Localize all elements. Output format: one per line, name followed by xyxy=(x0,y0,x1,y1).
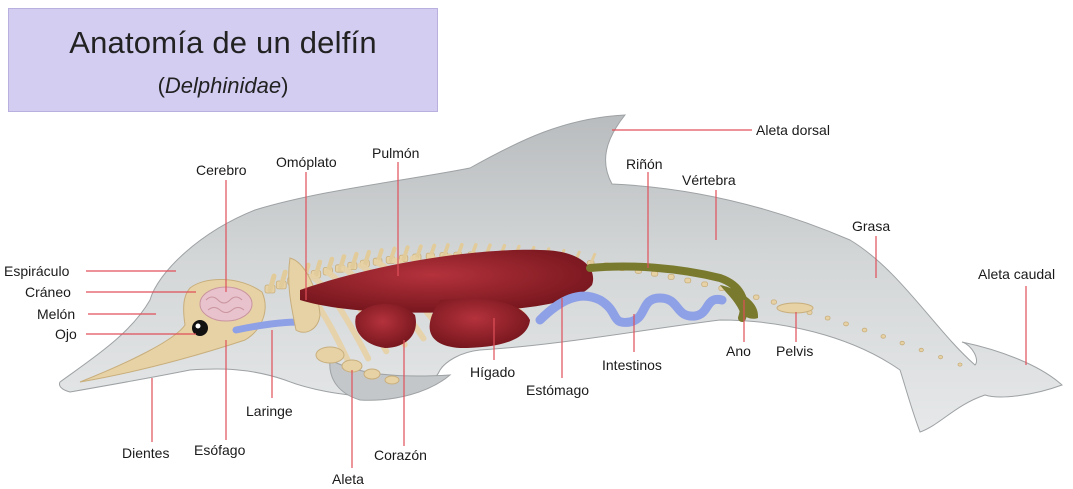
label-corazon: Corazón xyxy=(374,447,427,463)
pelvis-bone xyxy=(777,303,813,313)
vertebra-bone xyxy=(900,341,904,345)
vertebra-bone xyxy=(652,271,658,276)
label-rinon: Riñón xyxy=(626,156,663,172)
label-estomago: Estómago xyxy=(526,382,589,398)
label-intestinos: Intestinos xyxy=(602,357,662,373)
label-craneo: Cráneo xyxy=(25,284,71,300)
label-pelvis: Pelvis xyxy=(776,343,813,359)
label-cerebro: Cerebro xyxy=(196,162,247,178)
label-higado: Hígado xyxy=(470,364,515,380)
vertebra-bone xyxy=(668,275,674,280)
label-aleta-dorsal: Aleta dorsal xyxy=(756,122,830,138)
vertebra-bone xyxy=(771,300,776,304)
label-espiraculo: Espiráculo xyxy=(4,263,69,279)
label-ano: Ano xyxy=(726,343,751,359)
label-laringe: Laringe xyxy=(246,403,293,419)
label-ojo: Ojo xyxy=(55,326,77,342)
label-aleta: Aleta xyxy=(332,471,364,487)
vertebra-bone xyxy=(754,295,760,299)
vertebra-bone xyxy=(958,363,962,366)
vertebra-bone xyxy=(862,328,867,332)
label-vertebra: Vértebra xyxy=(682,172,736,188)
vertebra-bone xyxy=(919,348,923,351)
label-aleta-caudal: Aleta caudal xyxy=(978,266,1055,282)
vertebra-bone xyxy=(702,282,708,287)
vertebra-bone xyxy=(825,316,830,320)
vertebra-bone xyxy=(939,356,943,359)
label-omoplato: Omóplato xyxy=(276,154,337,170)
label-grasa: Grasa xyxy=(852,218,890,234)
label-esofago: Esófago xyxy=(194,442,245,458)
vertebra-bone xyxy=(881,335,886,339)
brain xyxy=(200,287,252,321)
label-melon: Melón xyxy=(37,306,75,322)
vertebra-bone xyxy=(685,278,691,283)
label-dientes: Dientes xyxy=(122,445,169,461)
label-pulmon: Pulmón xyxy=(372,145,419,161)
vertebra-bone xyxy=(844,322,849,326)
